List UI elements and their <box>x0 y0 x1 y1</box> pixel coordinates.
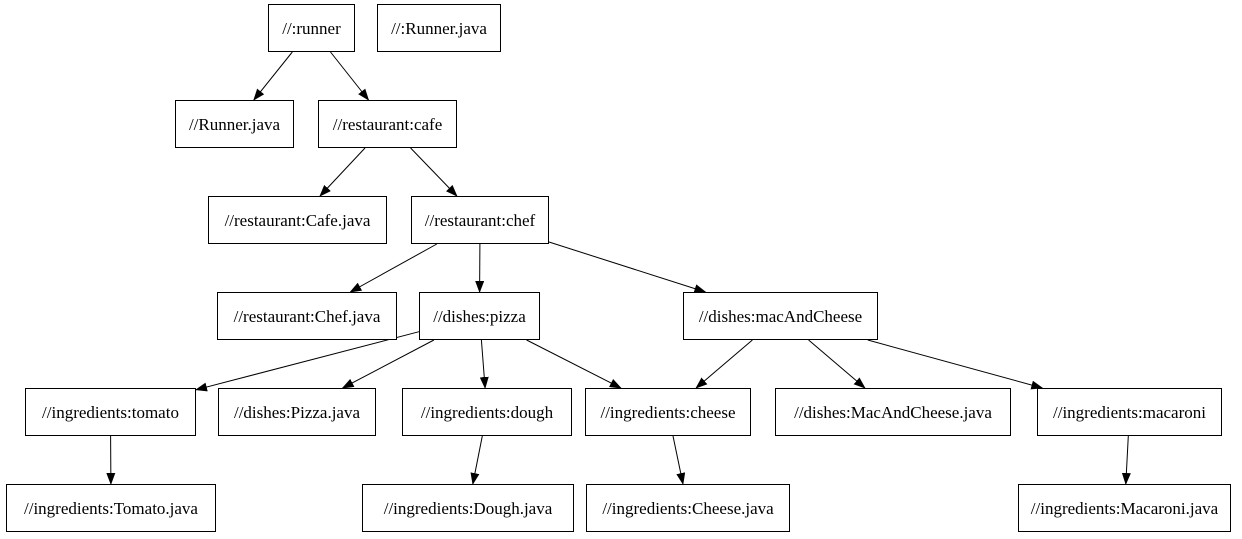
graph-node-label: //dishes:MacAndCheese.java <box>794 402 992 422</box>
graph-node-label: //restaurant:Cafe.java <box>224 210 371 230</box>
graph-node-label: //ingredients:dough <box>420 402 554 422</box>
graph-node-tomato: //ingredients:tomato <box>25 388 196 436</box>
graph-node-label: //ingredients:macaroni <box>1053 402 1206 422</box>
graph-node-chef_java: //restaurant:Chef.java <box>217 292 397 340</box>
graph-node-label: //restaurant:cafe <box>332 114 443 134</box>
graph-node-cafe_java: //restaurant:Cafe.java <box>208 196 387 244</box>
graph-node-label: //restaurant:chef <box>424 210 536 230</box>
edge-macaroni-to-macaroni_java <box>1121 435 1131 485</box>
graph-node-label: //Runner.java <box>188 114 281 134</box>
graph-node-dough_java: //ingredients:Dough.java <box>362 484 574 532</box>
graph-node-label: //dishes:pizza <box>433 306 526 326</box>
graph-node-label: //ingredients:cheese <box>600 402 736 422</box>
edge-mac_and_cheese-to-mac_and_cheese_java <box>808 339 866 389</box>
graph-node-pizza: //dishes:pizza <box>419 292 540 340</box>
graph-node-mac_and_cheese: //dishes:macAndCheese <box>683 292 878 340</box>
graph-node-label: //:runner <box>282 18 341 38</box>
edge-pizza-to-tomato <box>195 331 420 392</box>
graph-node-label: //ingredients:Dough.java <box>383 498 553 518</box>
edge-runner-to-cafe <box>330 51 370 101</box>
graph-node-chef: //restaurant:chef <box>411 196 549 244</box>
graph-node-pizza_java: //dishes:Pizza.java <box>218 388 376 436</box>
graph-node-label: //ingredients:tomato <box>42 402 179 422</box>
edge-pizza-to-dough <box>479 339 489 389</box>
graph-node-label: //:Runner.java <box>391 18 487 38</box>
edge-chef-to-chef_java <box>349 243 438 293</box>
graph-node-mac_and_cheese_java: //dishes:MacAndCheese.java <box>775 388 1011 436</box>
graph-node-label: //dishes:macAndCheese <box>698 306 863 326</box>
graph-node-root_runner_java: //:Runner.java <box>377 4 501 52</box>
graph-node-label: //ingredients:Tomato.java <box>24 498 198 518</box>
edge-chef-to-mac_and_cheese <box>548 241 707 293</box>
edge-runner-to-runner_java <box>253 51 293 101</box>
edge-cafe-to-chef <box>410 147 458 197</box>
graph-node-label: //ingredients:Cheese.java <box>602 498 774 518</box>
edge-cafe-to-cafe_java <box>319 147 366 197</box>
graph-node-runner_java: //Runner.java <box>175 100 294 148</box>
graph-node-tomato_java: //ingredients:Tomato.java <box>6 484 216 532</box>
graph-node-label: //ingredients:Macaroni.java <box>1030 498 1219 518</box>
graph-node-label: //restaurant:Chef.java <box>233 306 381 326</box>
graph-node-cheese_java: //ingredients:Cheese.java <box>586 484 790 532</box>
edge-pizza-to-cheese <box>526 339 622 389</box>
edge-pizza-to-pizza_java <box>341 339 435 389</box>
edge-mac_and_cheese-to-cheese <box>695 339 753 389</box>
edge-dough-to-dough_java <box>470 435 483 485</box>
edge-cheese-to-cheese_java <box>672 435 686 485</box>
graph-node-cafe: //restaurant:cafe <box>318 100 457 148</box>
edge-mac_and_cheese-to-macaroni <box>867 339 1044 390</box>
graph-node-runner: //:runner <box>268 4 355 52</box>
graph-node-dough: //ingredients:dough <box>402 388 572 436</box>
graph-node-label: //dishes:Pizza.java <box>233 402 361 422</box>
graph-node-macaroni: //ingredients:macaroni <box>1037 388 1222 436</box>
graph-node-cheese: //ingredients:cheese <box>585 388 751 436</box>
graph-node-macaroni_java: //ingredients:Macaroni.java <box>1018 484 1231 532</box>
